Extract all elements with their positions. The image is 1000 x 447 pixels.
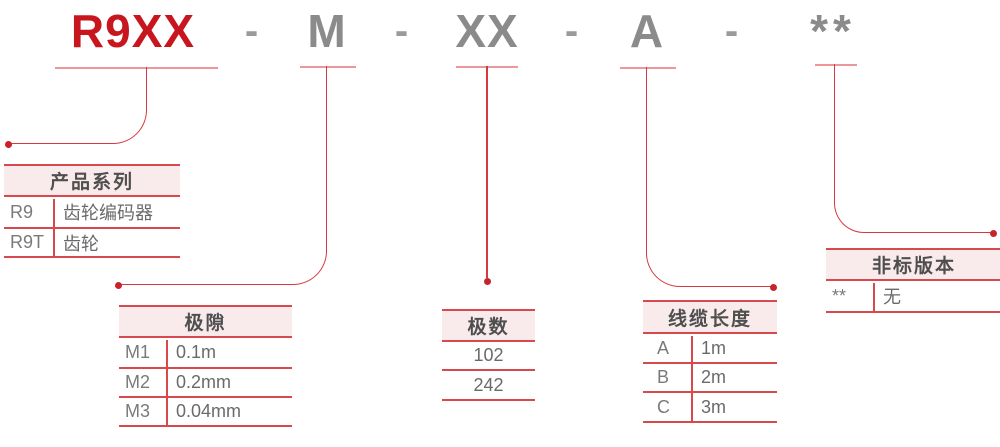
underline-backlash xyxy=(300,66,356,68)
table-row: C 3m xyxy=(643,393,777,423)
connector-nonstandard-dot xyxy=(990,230,997,237)
backlash-desc: 0.2mm xyxy=(176,372,232,392)
series-desc: 齿轮编码器 xyxy=(63,203,153,223)
table-row: M2 0.2mm xyxy=(119,369,292,398)
series-code: R9 xyxy=(10,201,34,222)
model-code-nonstandard: ** xyxy=(810,5,856,57)
cable-length-table-title: 线缆长度 xyxy=(643,302,777,334)
cable-desc: 2m xyxy=(701,367,727,387)
model-code-series: R9XX xyxy=(70,5,196,57)
model-code-backlash: M xyxy=(307,5,347,57)
model-code-poles: XX xyxy=(455,5,519,57)
backlash-desc: 0.1m xyxy=(176,342,217,362)
poles-table: 极数 102 242 xyxy=(442,309,535,401)
nonstandard-desc: 无 xyxy=(883,287,901,307)
connector-cable-dot xyxy=(770,284,777,291)
connector-cable-line xyxy=(646,67,773,287)
poles-value: 102 xyxy=(473,345,504,365)
series-code: R9T xyxy=(10,232,45,252)
table-row: 102 xyxy=(442,342,535,371)
model-code-separator: - xyxy=(244,9,260,53)
cable-code: A xyxy=(657,337,670,358)
cable-desc: 3m xyxy=(701,396,727,417)
table-row: R9 齿轮编码器 xyxy=(4,197,180,229)
model-code-separator: - xyxy=(394,9,410,53)
connector-poles-line xyxy=(486,66,488,278)
product-series-table-title: 产品系列 xyxy=(4,166,180,197)
table-row: M1 0.1m xyxy=(119,338,292,369)
cable-code: B xyxy=(657,367,670,387)
column-divider xyxy=(166,340,168,427)
table-row: B 2m xyxy=(643,364,777,393)
connector-series-line xyxy=(8,67,147,144)
table-row: M3 0.04mm xyxy=(119,398,292,427)
connector-backlash-line xyxy=(118,66,327,285)
connector-backlash-dot xyxy=(115,282,122,289)
backlash-table-title: 极隙 xyxy=(119,307,292,338)
backlash-code: M1 xyxy=(125,342,151,362)
nonstandard-table: 非标版本 ** 无 xyxy=(826,248,1000,313)
model-code-separator: - xyxy=(724,9,740,53)
column-divider xyxy=(873,283,875,313)
connector-series-dot xyxy=(5,141,12,148)
backlash-code: M2 xyxy=(125,372,151,392)
nonstandard-table-title: 非标版本 xyxy=(826,250,1000,281)
table-row: 242 xyxy=(442,371,535,401)
backlash-code: M3 xyxy=(125,401,151,421)
table-row: A 1m xyxy=(643,334,777,364)
connector-poles-dot xyxy=(484,278,491,285)
cable-length-table: 线缆长度 A 1m B 2m C 3m xyxy=(643,300,777,423)
poles-table-title: 极数 xyxy=(442,311,535,342)
table-row: R9T 齿轮 xyxy=(4,229,180,258)
backlash-desc: 0.04mm xyxy=(176,401,242,421)
nonstandard-code: ** xyxy=(832,285,847,306)
cable-code: C xyxy=(657,396,670,417)
model-code-cable: A xyxy=(629,5,665,57)
backlash-table: 极隙 M1 0.1m M2 0.2mm M3 0.04mm xyxy=(119,305,292,427)
poles-value: 242 xyxy=(473,374,504,395)
product-series-table: 产品系列 R9 齿轮编码器 R9T 齿轮 xyxy=(4,164,180,258)
column-divider xyxy=(53,199,55,258)
connector-nonstandard-line xyxy=(834,64,993,233)
series-desc: 齿轮 xyxy=(63,233,99,254)
table-row: ** 无 xyxy=(826,281,1000,313)
column-divider xyxy=(691,336,693,423)
model-code-separator: - xyxy=(564,9,580,53)
cable-desc: 1m xyxy=(701,337,727,358)
